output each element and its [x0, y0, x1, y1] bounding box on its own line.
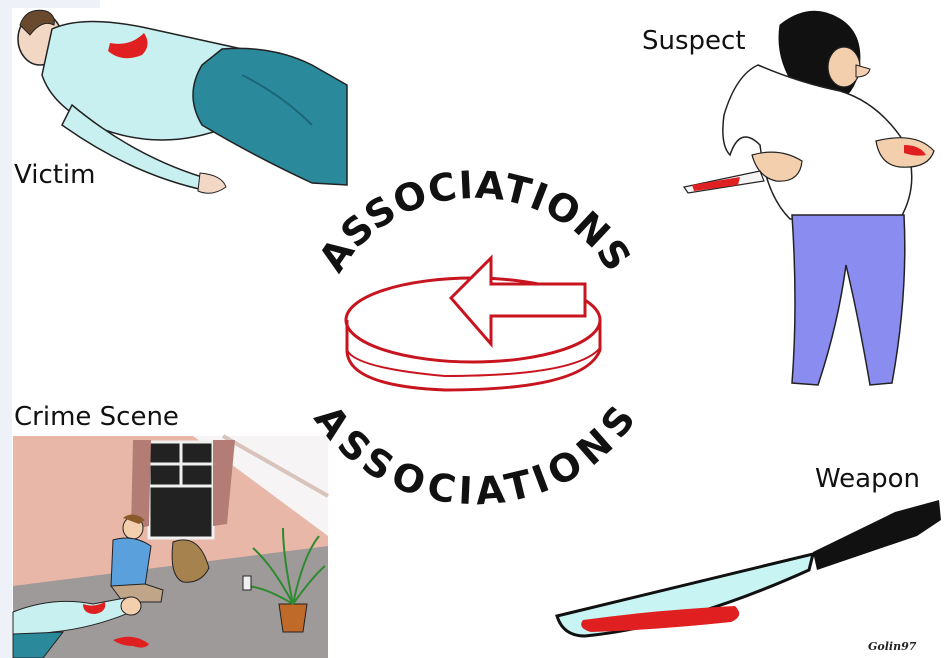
weapon-illustration [555, 498, 945, 638]
crime-scene-illustration [13, 436, 328, 658]
crime-scene-label: Crime Scene [14, 404, 179, 430]
ring-text-bottom: ASSOCIATIONS [306, 397, 645, 513]
associations-cycle: ASSOCIATIONS ASSOCIATIONS [295, 168, 655, 498]
weapon-label: Weapon [815, 466, 920, 492]
artist-signature: Golin97 [868, 640, 916, 653]
left-edge-strip [0, 0, 12, 658]
suspect-illustration [680, 5, 945, 390]
suspect-label: Suspect [642, 28, 746, 54]
ring-text-top: ASSOCIATIONS [310, 163, 640, 280]
victim-label: Victim [14, 162, 95, 188]
